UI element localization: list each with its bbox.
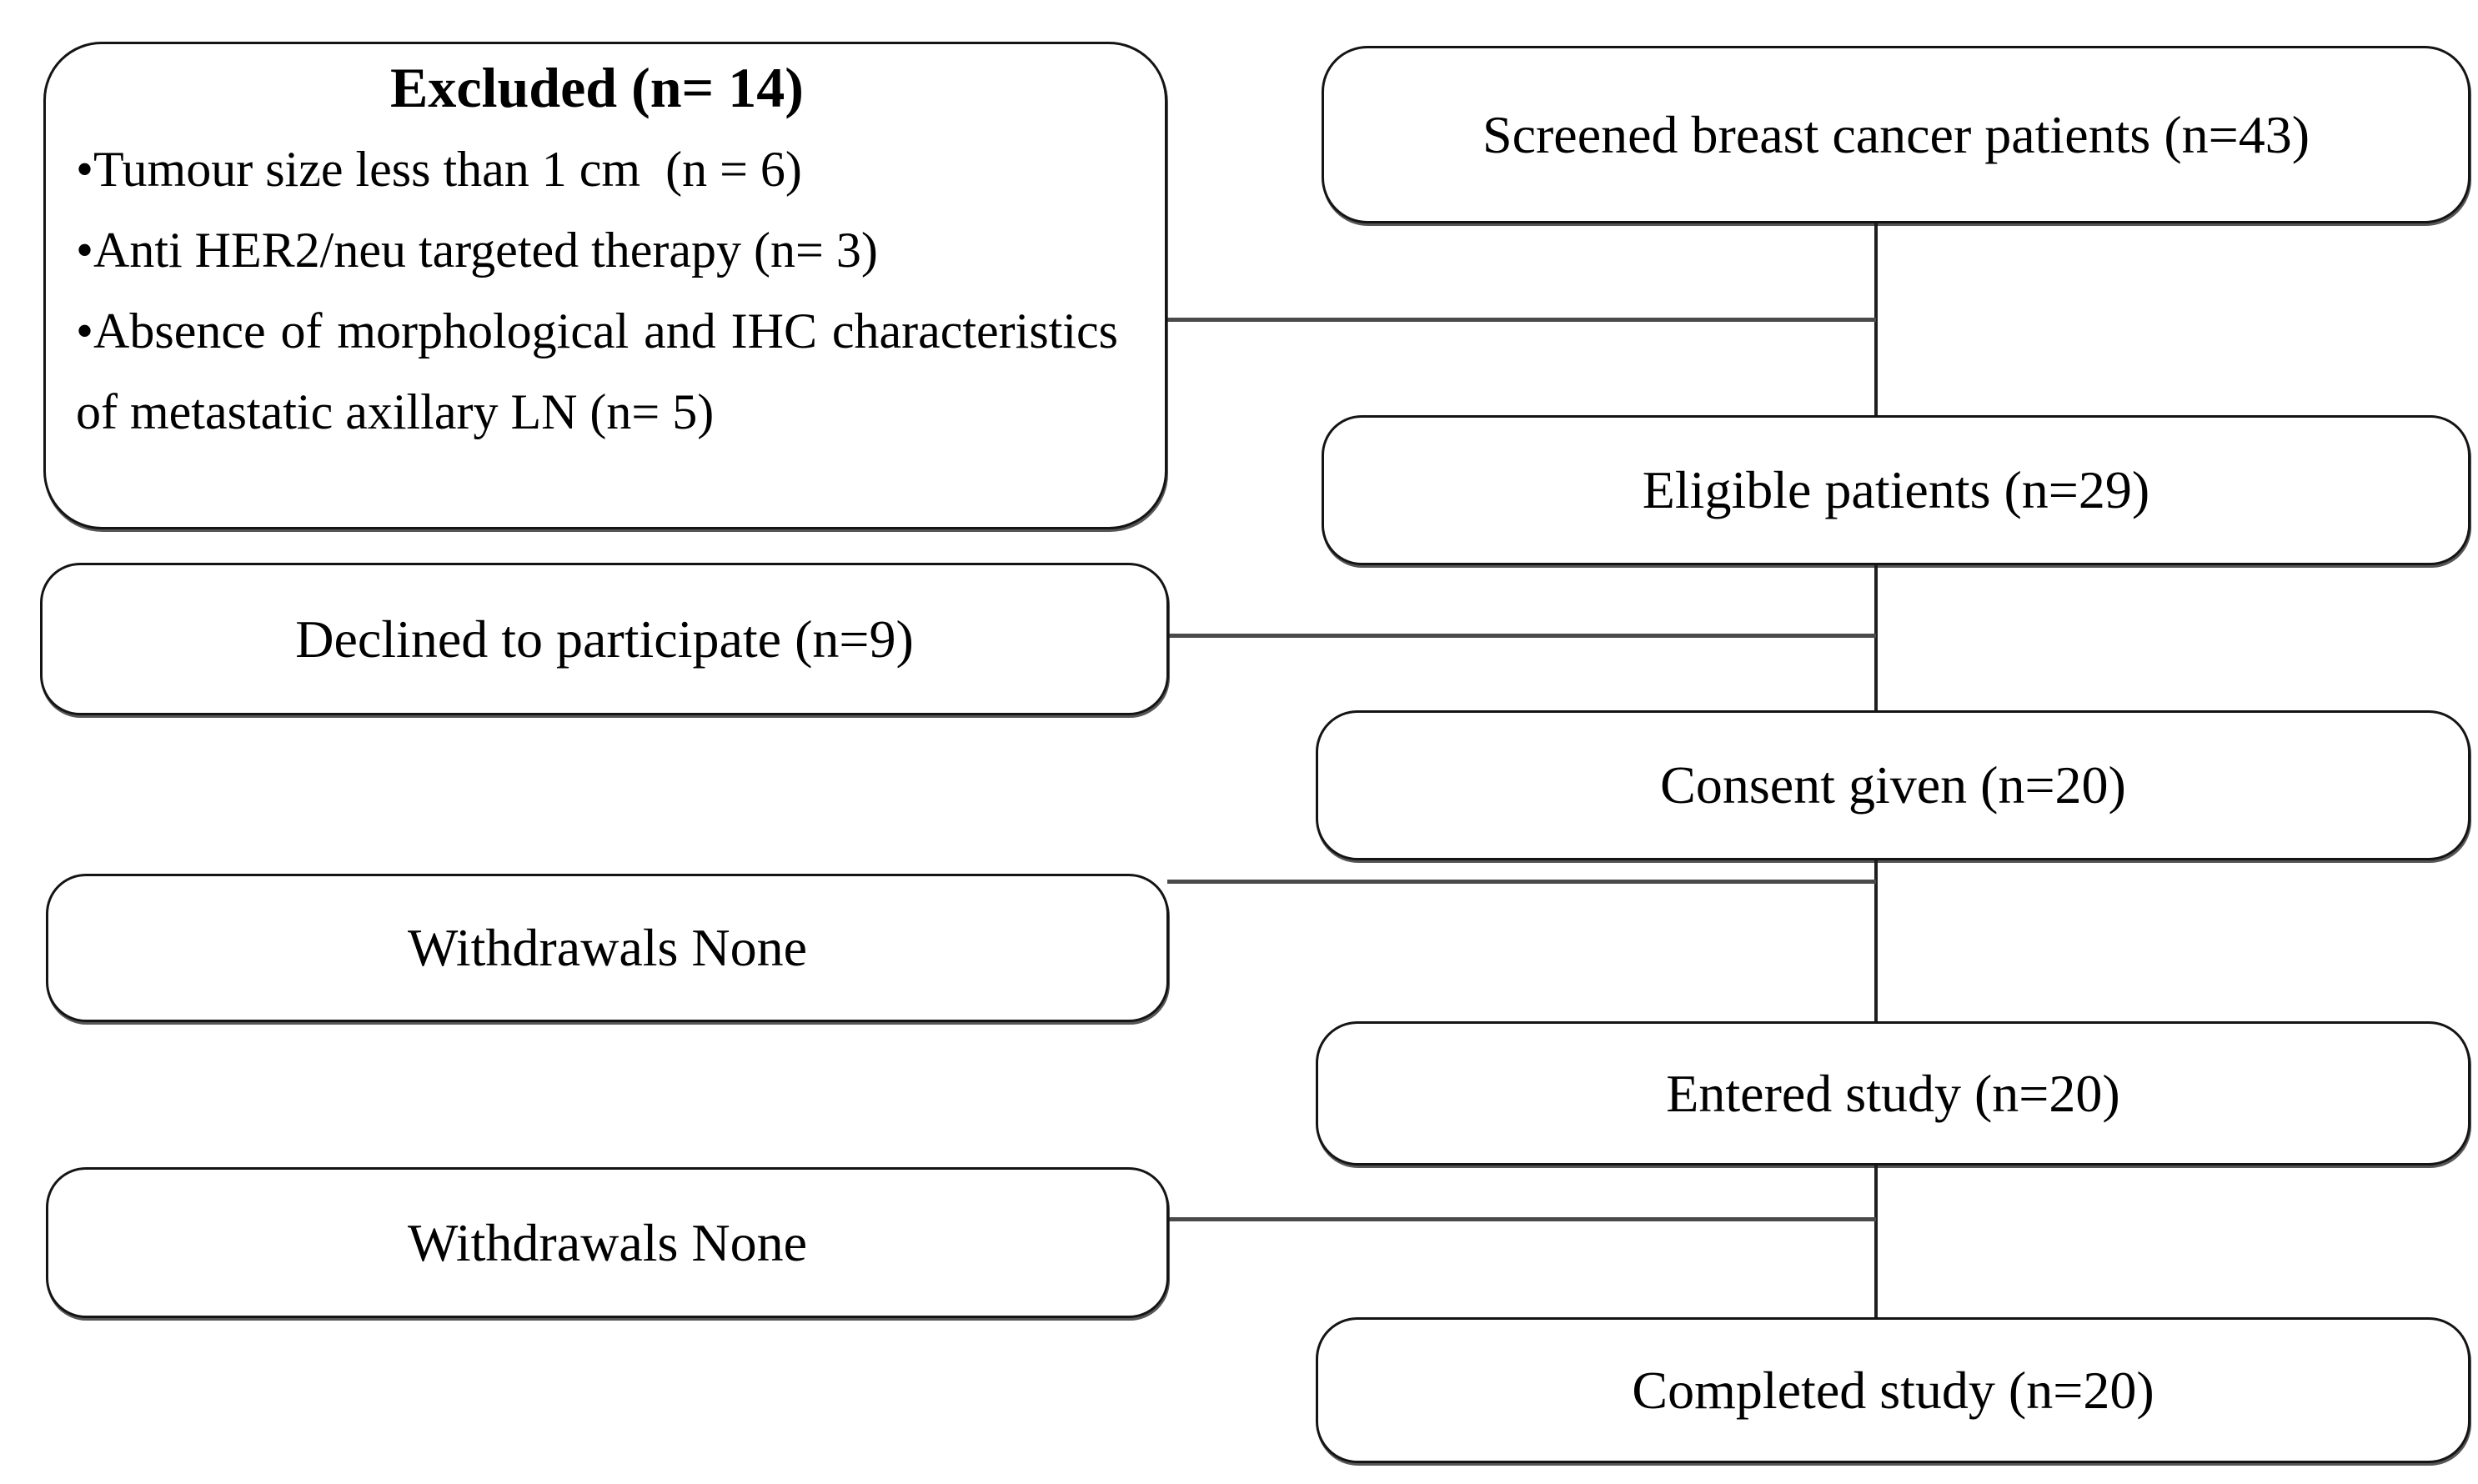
box-entered-study: Entered study (n=20): [1316, 1021, 2470, 1166]
excluded-bullet-item: •Tumour size less than 1 cm (n = 6): [76, 129, 1118, 210]
excluded-title: Excluded (n= 14): [390, 56, 804, 119]
box-consent-given: Consent given (n=20): [1316, 710, 2470, 860]
box-declined-to-participate: Declined to participate (n=9): [40, 563, 1169, 715]
box-eligible-patients: Eligible patients (n=29): [1322, 415, 2470, 565]
box-label: Declined to participate (n=9): [295, 609, 914, 669]
excluded-bullet-item: •Anti HER2/neu targeted therapy (n= 3): [76, 210, 1118, 291]
box-label: Consent given (n=20): [1660, 755, 2126, 815]
box-withdrawals-1: Withdrawals None: [46, 874, 1169, 1022]
excluded-bullet-text: Anti HER2/neu targeted therapy (n= 3): [93, 223, 878, 278]
excluded-bullet-text: Absence of morphological and IHC charact…: [76, 303, 1131, 439]
box-label: Completed study (n=20): [1632, 1360, 2154, 1420]
box-label: Withdrawals None: [407, 1212, 808, 1272]
excluded-bullet-text: Tumour size less than 1 cm (n = 6): [93, 142, 802, 197]
box-label: Entered study (n=20): [1666, 1063, 2120, 1123]
box-completed-study: Completed study (n=20): [1316, 1317, 2470, 1463]
connector-withdrawals1-to-main: [1167, 880, 1876, 884]
box-withdrawals-2: Withdrawals None: [46, 1167, 1169, 1318]
bullet-icon: •: [76, 303, 94, 358]
excluded-bullet-item: •Absence of morphological and IHC charac…: [76, 291, 1118, 453]
box-label: Withdrawals None: [407, 918, 808, 977]
connector-excluded-to-main: [1166, 318, 1876, 322]
bullet-icon: •: [76, 142, 94, 197]
box-label: Eligible patients (n=29): [1642, 460, 2150, 519]
box-label: Screened breast cancer patients (n=43): [1482, 104, 2310, 164]
box-screened-patients: Screened breast cancer patients (n=43): [1322, 46, 2470, 223]
connector-declined-to-main: [1167, 634, 1876, 638]
connector-withdrawals2-to-main: [1167, 1217, 1876, 1221]
bullet-icon: •: [76, 223, 94, 278]
box-excluded: Excluded (n= 14) •Tumour size less than …: [43, 42, 1167, 529]
